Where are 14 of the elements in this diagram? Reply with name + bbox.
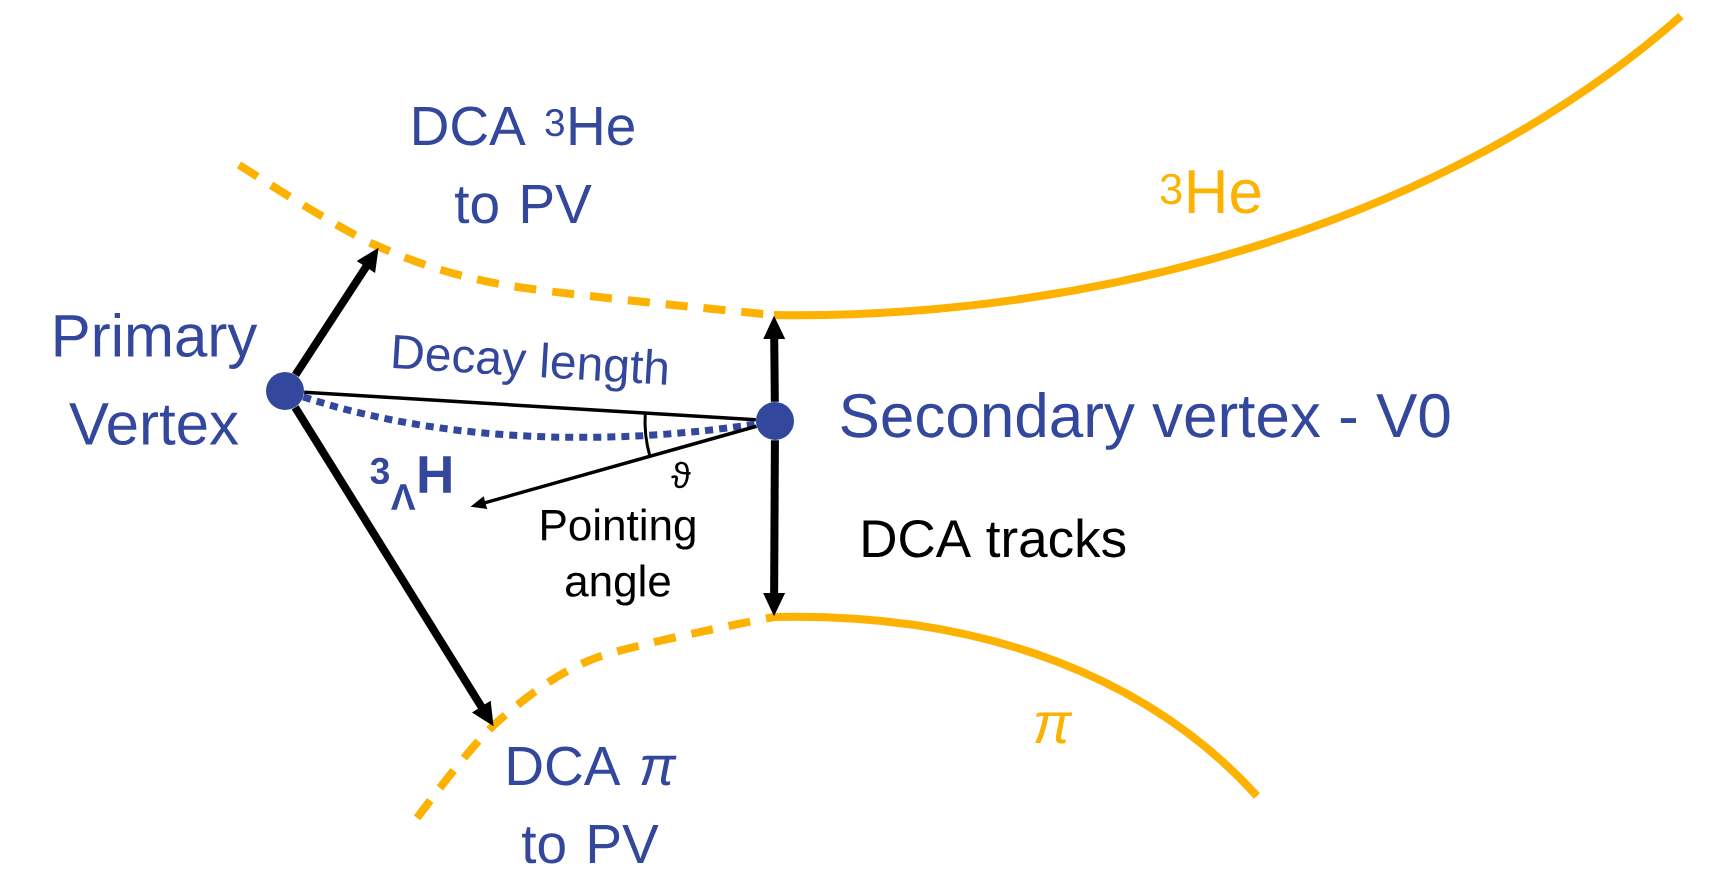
track-line: [304, 390, 756, 422]
track-label: $^{3}$He: [1160, 170, 1261, 214]
track-label: π: [1035, 712, 1073, 744]
angle-symbol: ϑ: [671, 461, 691, 489]
track-curve: [413, 613, 1260, 821]
edge-label: DCA π to PV: [508, 746, 677, 864]
edge-label: DCA $^{3}$He to PV: [414, 106, 634, 224]
edge-label: 3$_{Λ}$H: [370, 456, 451, 510]
edge-label: DCA tracks: [863, 518, 1126, 558]
vertex-label: Secondary vertex - V0: [841, 392, 1450, 450]
track-line: [302, 393, 757, 441]
edge-label: Decay length: [393, 335, 667, 392]
vertex-label: Primary Vertex: [55, 312, 258, 445]
edge-label: Pointing angle: [542, 508, 695, 606]
